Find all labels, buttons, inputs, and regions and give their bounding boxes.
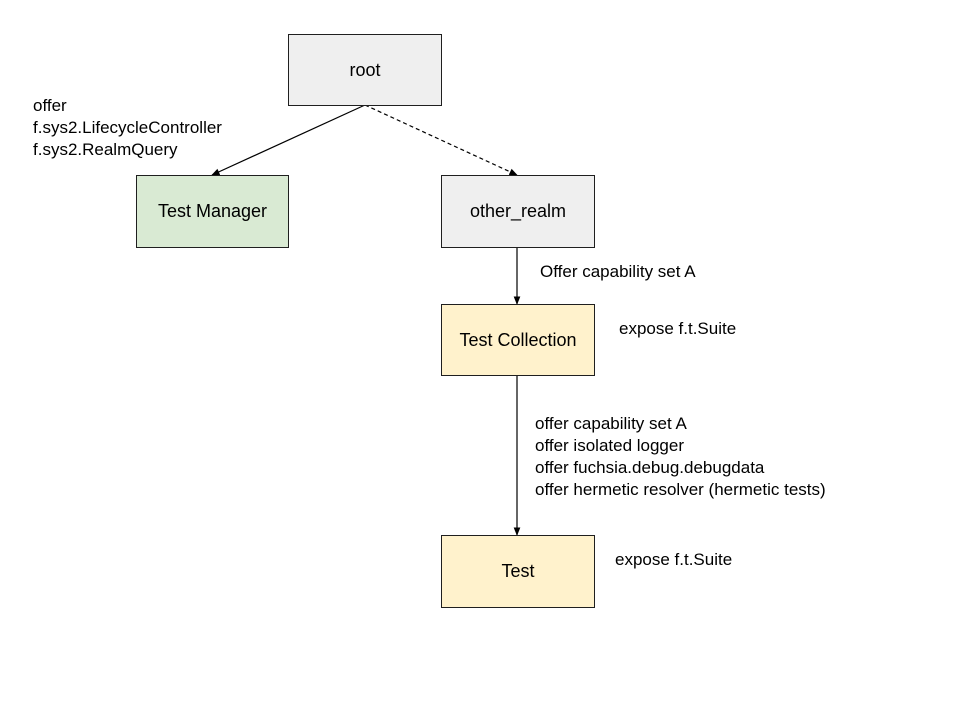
node-test[interactable]: Test [441, 535, 595, 608]
other-realm-offer-label: Offer capability set A [540, 262, 696, 281]
root-offer-line: f.sys2.LifecycleController [33, 118, 222, 137]
test-collection-offer-label: offer capability set A offer isolated lo… [535, 413, 826, 501]
node-root-label: root [349, 59, 381, 80]
root-offer-line: f.sys2.RealmQuery [33, 140, 178, 159]
test-collection-expose-label: expose f.t.Suite [619, 319, 737, 338]
test-collection-offer-line: offer hermetic resolver (hermetic tests) [535, 480, 826, 499]
test-collection-offer-line: offer capability set A [535, 414, 687, 433]
node-test-collection[interactable]: Test Collection [441, 304, 595, 376]
root-offer-line: offer [33, 96, 67, 115]
node-root[interactable]: root [288, 34, 442, 106]
root-offer-label: offer f.sys2.LifecycleController f.sys2.… [33, 95, 222, 161]
test-collection-offer-line: offer fuchsia.debug.debugdata [535, 458, 765, 477]
node-test-collection-label: Test Collection [459, 329, 577, 350]
edge-root-to-test-manager [211, 104, 366, 176]
node-other-realm-label: other_realm [469, 201, 567, 221]
node-other-realm[interactable]: other_realm [441, 175, 595, 248]
edge-root-to-other-realm [364, 104, 518, 176]
test-collection-offer-line: offer isolated logger [535, 436, 685, 455]
node-test-manager-label: Test Manager [157, 201, 268, 221]
node-test-label: Test [501, 561, 535, 581]
node-test-manager[interactable]: Test Manager [136, 175, 289, 248]
test-expose-label: expose f.t.Suite [615, 550, 733, 569]
